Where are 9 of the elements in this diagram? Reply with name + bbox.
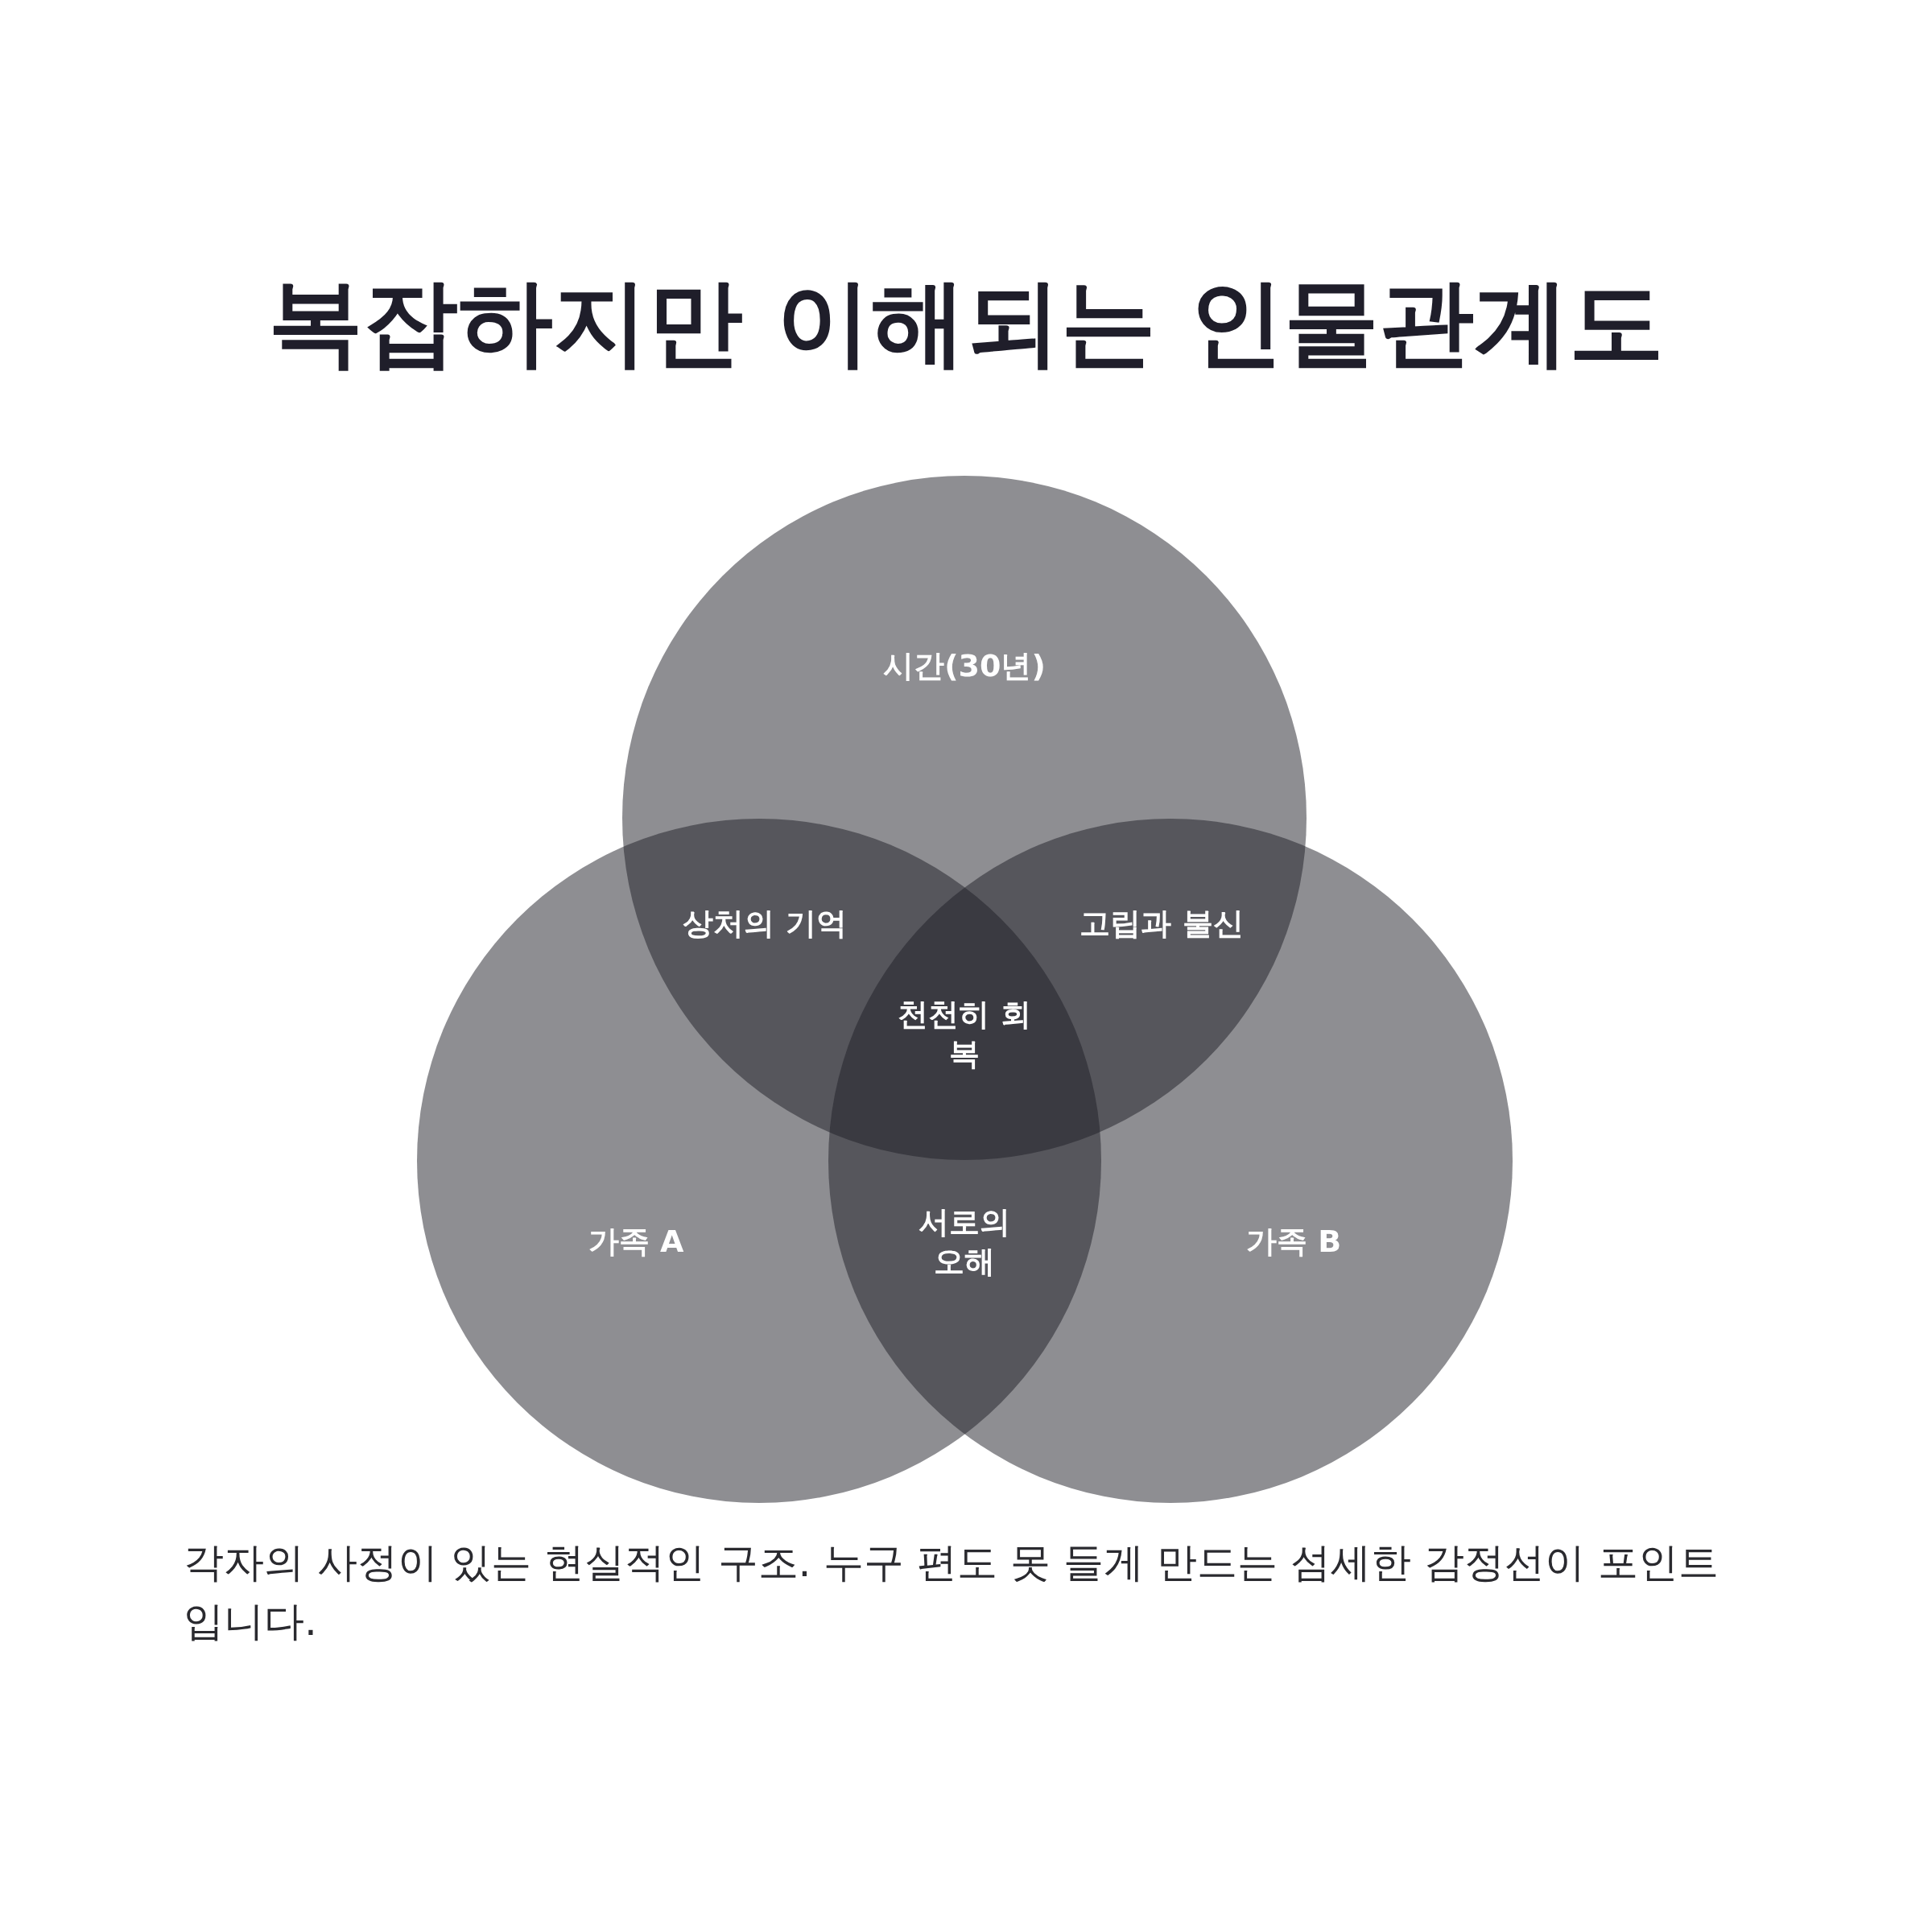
title: 복잡하지만 이해되는 인물관계도 [266,266,1666,379]
region-label: 서로의 오해 [918,1203,1011,1281]
circle-label: 가족 A [588,1223,684,1261]
region-label: 상처의 기억 [683,905,847,943]
circle-label: 가족 B [1245,1223,1342,1261]
circle-label: 시간(30년) [883,647,1046,686]
region-label: 고립과 불신 [1080,905,1244,943]
region-label: 천천히 회복 [897,995,1032,1073]
caption: 각자의 사정이 있는 현실적인 구조. 누구 편도 못 들게 만드는 섬세한 감정선이 포인트입니다. [184,1538,1719,1646]
